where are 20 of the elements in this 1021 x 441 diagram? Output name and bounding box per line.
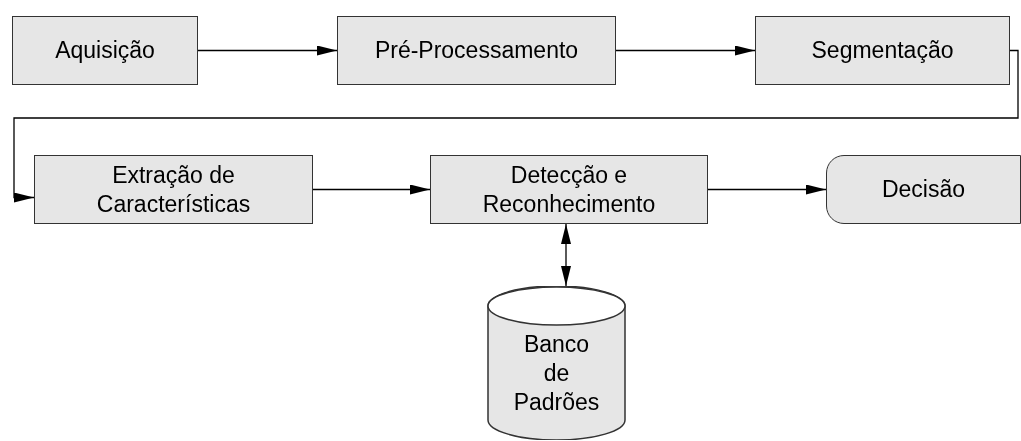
node-label: Aquisição bbox=[55, 36, 155, 65]
node-label: Pré-Processamento bbox=[374, 36, 579, 65]
node-label: Extração de Características bbox=[95, 160, 252, 219]
process-box bbox=[337, 16, 616, 85]
terminal-box bbox=[826, 155, 1021, 224]
arrow bbox=[312, 184, 431, 195]
process-box bbox=[34, 155, 313, 224]
arrow bbox=[561, 223, 571, 287]
arrow bbox=[707, 184, 827, 195]
node-label: Decisão bbox=[881, 175, 966, 204]
node-label: Detecção e Reconhecimento bbox=[481, 160, 657, 219]
process-box bbox=[755, 16, 1010, 85]
database-cylinder bbox=[487, 286, 626, 440]
arrow bbox=[197, 45, 338, 56]
arrow bbox=[615, 45, 756, 56]
arrow bbox=[13, 49, 1019, 203]
process-box bbox=[430, 155, 708, 224]
node-label: Banco de Padrões bbox=[512, 330, 601, 417]
node-label: Segmentação bbox=[811, 36, 954, 65]
process-box bbox=[12, 16, 198, 85]
